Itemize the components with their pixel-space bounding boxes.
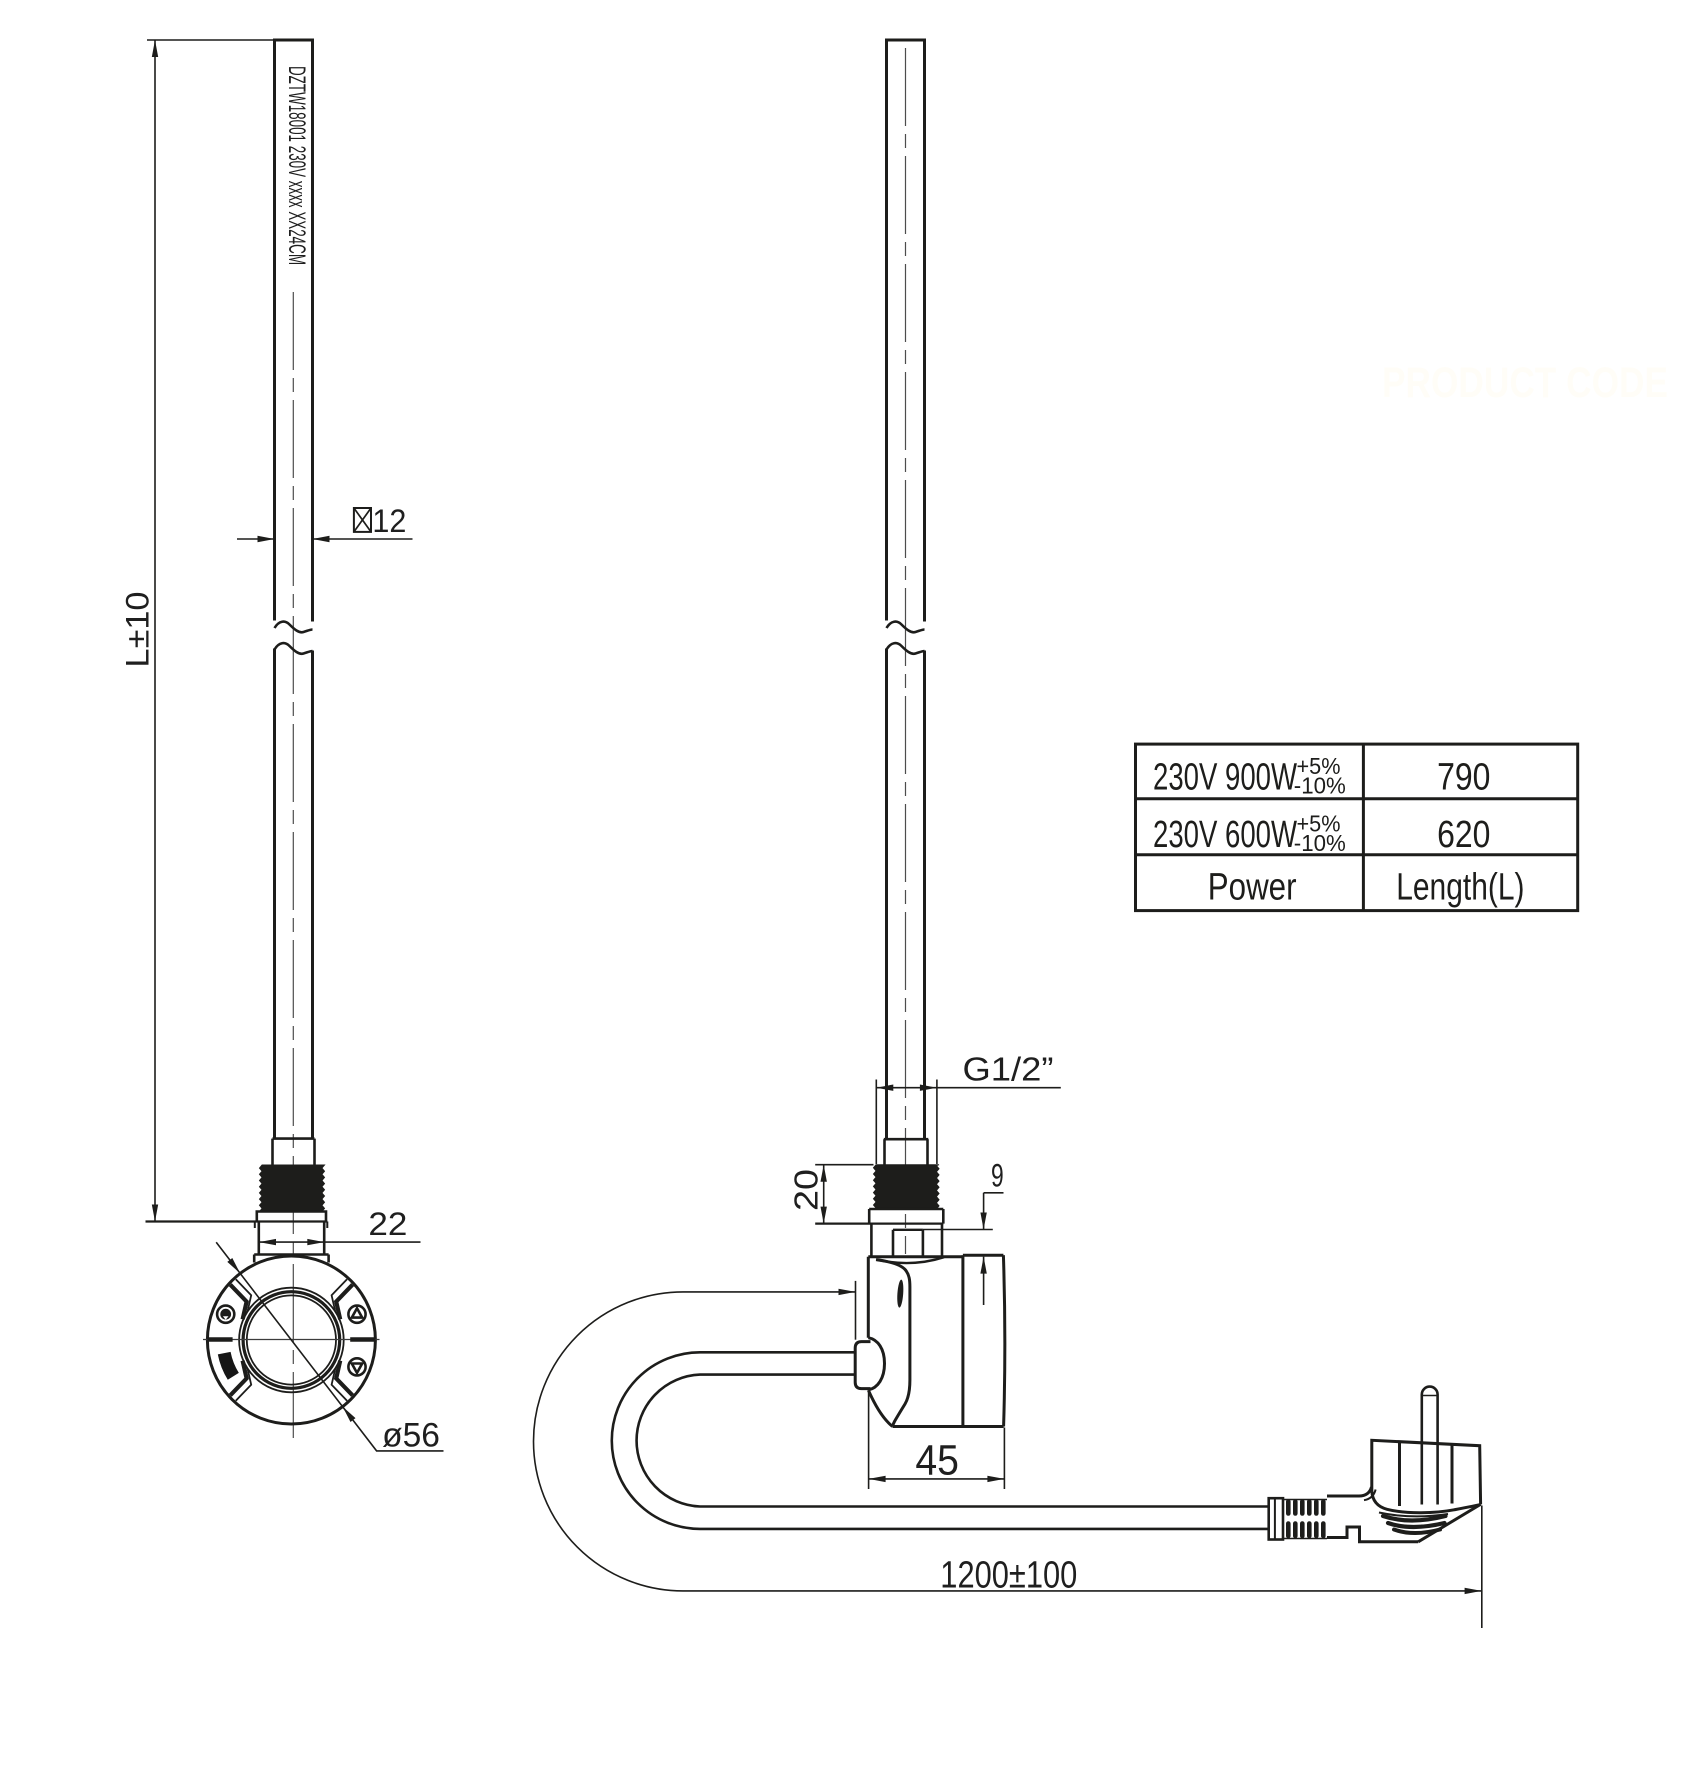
svg-text:G1/2”: G1/2” [963,1051,1054,1088]
svg-text:45: 45 [915,1436,959,1484]
svg-text:ø56: ø56 [382,1416,440,1454]
svg-text:+5%: +5% [1297,811,1341,837]
svg-text:230V 600W: 230V 600W [1153,814,1297,856]
svg-text:20: 20 [788,1169,825,1211]
svg-text:230V 900W: 230V 900W [1153,756,1297,798]
svg-text:620: 620 [1437,814,1490,856]
svg-text:790: 790 [1437,757,1490,799]
svg-text:DZTW18001 230V xxxx XX24CM: DZTW18001 230V xxxx XX24CM [283,66,310,265]
svg-text:Length(L): Length(L) [1396,867,1524,909]
svg-text:Power: Power [1208,867,1297,909]
svg-text:22: 22 [368,1206,407,1242]
svg-text:L±10: L±10 [120,592,156,668]
svg-text:1200±100: 1200±100 [940,1555,1077,1597]
svg-text:-10%: -10% [1294,830,1346,856]
svg-text:-10%: -10% [1294,773,1346,799]
svg-text:9: 9 [991,1158,1004,1194]
svg-text:PRODUCT CODE: PRODUCT CODE [1382,359,1668,407]
svg-text:12: 12 [372,503,406,539]
svg-text:+5%: +5% [1297,753,1341,779]
